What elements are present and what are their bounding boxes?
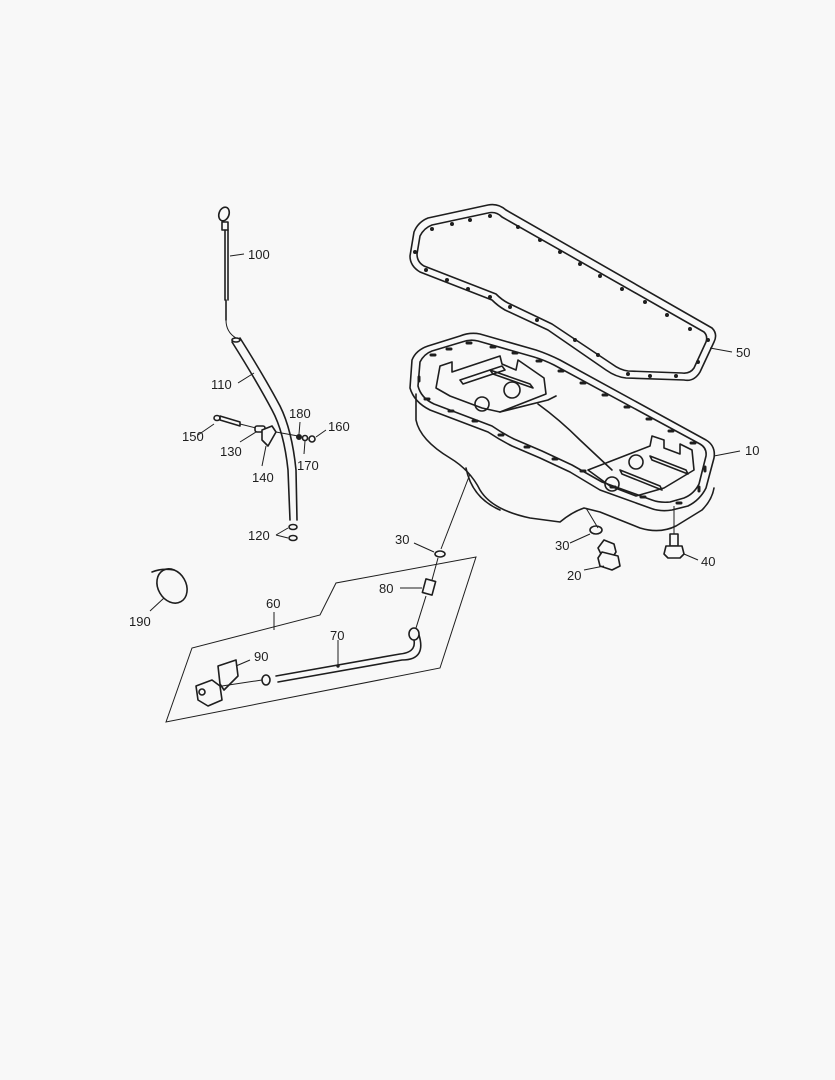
callout-60: 60: [266, 596, 281, 611]
callout-20: 20: [567, 568, 582, 583]
callout-30-drain: 30: [555, 538, 570, 553]
callout-180: 180: [289, 406, 311, 421]
callout-120: 120: [248, 528, 270, 543]
bolt-40: [663, 533, 699, 561]
oil-line-assembly: [165, 473, 477, 723]
callout-170: 170: [297, 458, 319, 473]
callout-80: 80: [379, 581, 394, 596]
callout-10: 10: [745, 443, 760, 458]
callout-160: 160: [328, 419, 350, 434]
callout-110: 110: [211, 377, 232, 392]
callout-90: 90: [254, 649, 269, 664]
oil-pan-gasket: [409, 203, 717, 382]
bracket-hardware: [197, 414, 327, 467]
callout-70: 70: [330, 628, 345, 643]
oil-pan: [409, 332, 741, 536]
callout-40: 40: [701, 554, 716, 569]
dipstick: [217, 206, 245, 339]
drain-plug: [569, 525, 621, 571]
callout-30-line: 30: [395, 532, 410, 547]
o-rings: [275, 523, 298, 542]
callout-100: 100: [248, 247, 270, 262]
callout-140: 140: [252, 470, 274, 485]
callout-150: 150: [182, 429, 204, 444]
callout-130: 130: [220, 444, 242, 459]
callout-190: 190: [129, 614, 151, 629]
callout-50: 50: [736, 345, 751, 360]
dipstick-guide-tube: [231, 337, 298, 521]
hose-clamp: [149, 568, 188, 612]
